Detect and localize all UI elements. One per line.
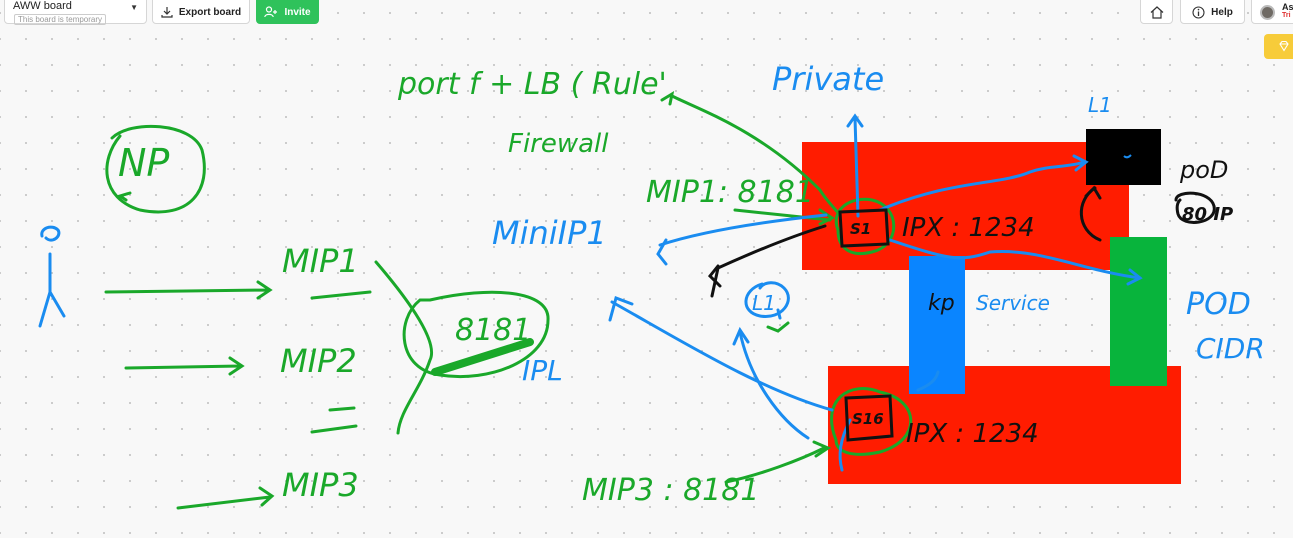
label-kp: kp bbox=[928, 291, 955, 316]
ink-text-labels: NP port f + LB ( Rule' Firewall Private … bbox=[118, 60, 1265, 508]
label-l1-top: L1 bbox=[1088, 93, 1112, 117]
help-button[interactable]: Help bbox=[1180, 0, 1245, 24]
label-service: Service bbox=[976, 291, 1050, 315]
label-mip1: MIP1 bbox=[282, 242, 359, 280]
user-menu[interactable]: As Tri bbox=[1251, 0, 1293, 24]
label-mip3-port: MIP3 : 8181 bbox=[582, 473, 759, 508]
export-board-label: Export board bbox=[178, 6, 242, 18]
label-np: NP bbox=[118, 141, 169, 185]
label-s16: S16 bbox=[852, 410, 884, 428]
board-temporary-badge: This board is temporary bbox=[14, 14, 107, 25]
board-name-dropdown[interactable]: AWW board This board is temporary ▼ bbox=[4, 0, 147, 25]
black-ink-strokes bbox=[707, 185, 1216, 442]
label-ipx-bottom: IPX : 1234 bbox=[906, 419, 1039, 449]
green-pod-cidr-block[interactable] bbox=[1110, 237, 1167, 386]
diamond-icon bbox=[1279, 40, 1289, 52]
label-pod-cidr-1: POD bbox=[1186, 287, 1251, 322]
top-toolbar: AWW board This board is temporary ▼ Expo… bbox=[0, 0, 1293, 26]
home-icon bbox=[1150, 5, 1163, 19]
label-mip2: MIP2 bbox=[280, 342, 357, 380]
pod-block-mark bbox=[1123, 154, 1132, 159]
help-label: Help bbox=[1211, 6, 1233, 18]
premium-upgrade-button[interactable] bbox=[1264, 34, 1293, 59]
invite-button[interactable]: Invite bbox=[256, 0, 319, 24]
black-pod-block[interactable] bbox=[1086, 129, 1161, 185]
invite-label: Invite bbox=[284, 6, 311, 18]
label-ipx-top: IPX : 1234 bbox=[902, 213, 1035, 243]
label-pod-top: poD bbox=[1179, 156, 1228, 184]
avatar[interactable] bbox=[1260, 5, 1275, 20]
label-mip3: MIP3 bbox=[282, 466, 359, 504]
download-icon bbox=[161, 7, 173, 18]
info-icon bbox=[1192, 5, 1205, 19]
label-firewall: Firewall bbox=[508, 129, 609, 159]
export-board-button[interactable]: Export board bbox=[152, 0, 250, 24]
green-ink-strokes bbox=[104, 90, 913, 510]
user-name: As bbox=[1282, 2, 1293, 12]
label-mip1-port: MIP1: 8181 bbox=[646, 175, 814, 210]
label-s1: S1 bbox=[850, 220, 871, 238]
label-l1-mid: L1 bbox=[752, 291, 776, 315]
label-mini-ip1: MiniIP1 bbox=[492, 214, 607, 252]
home-button[interactable] bbox=[1140, 0, 1173, 24]
user-plan-label: Tri bbox=[1282, 12, 1291, 19]
chevron-down-icon[interactable]: ▼ bbox=[130, 3, 138, 12]
board-title: AWW board bbox=[13, 0, 72, 12]
label-port-rule: port f + LB ( Rule' bbox=[397, 67, 667, 102]
blue-ink-strokes bbox=[38, 113, 1143, 472]
label-lb-port: 8181 bbox=[455, 313, 531, 348]
label-private: Private bbox=[772, 60, 884, 98]
label-pod-cidr-2: CIDR bbox=[1196, 332, 1265, 365]
add-user-icon bbox=[264, 6, 278, 18]
label-pod-ip: 80 IP bbox=[1182, 204, 1233, 225]
label-lb-ip: IPL bbox=[522, 354, 563, 387]
